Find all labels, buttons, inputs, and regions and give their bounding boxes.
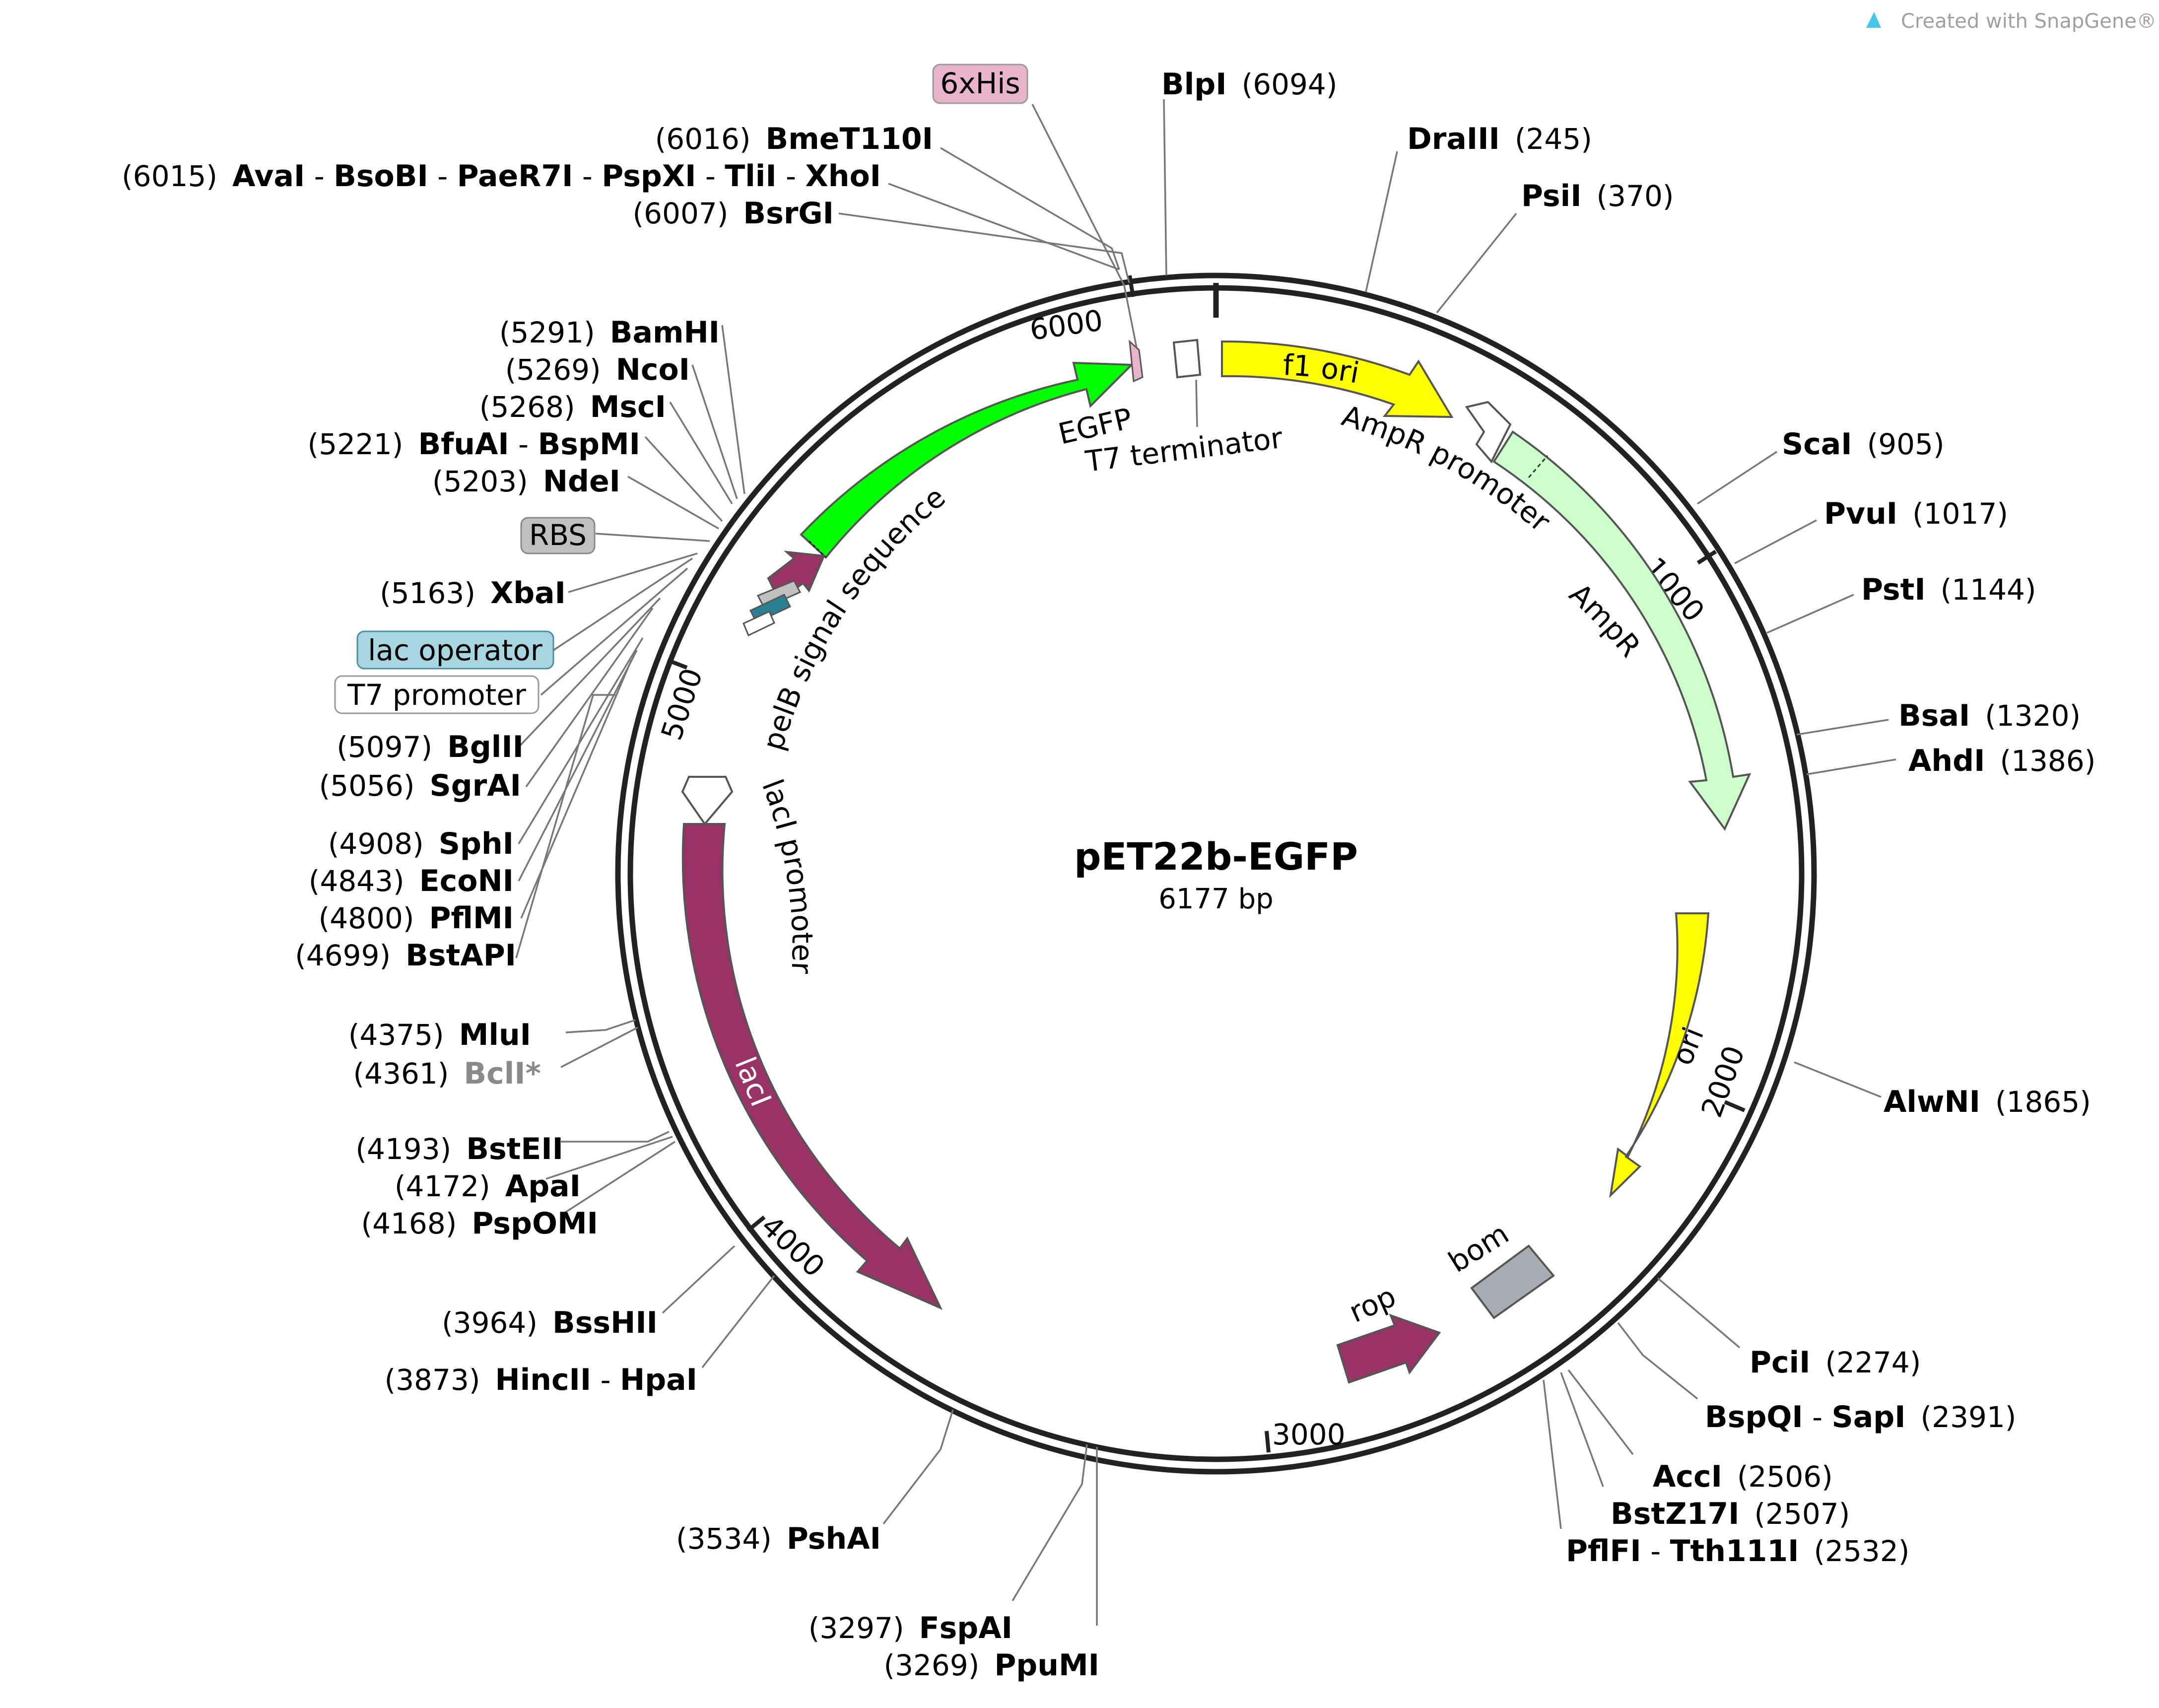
site-avai-group: (6015)AvaI - BsoBI - PaeR7I - PspXI - Tl…	[122, 159, 881, 194]
feature-f1-ori[interactable]	[1221, 340, 1454, 418]
feature-ori[interactable]	[1609, 912, 1710, 1198]
site-bsshii: (3964)BssHII	[442, 1305, 658, 1340]
site-fspai: (3297)FspAI	[809, 1611, 1012, 1645]
feature-rbs[interactable]	[756, 580, 802, 609]
backbone	[615, 273, 1817, 1475]
site-econi: (4843)EcoNI	[309, 864, 514, 898]
restriction-sites: BlpI(6094) DraIII(245) PsiI(370) (6016)B…	[122, 67, 2095, 1683]
box-rbs	[520, 517, 596, 554]
feature-t7-promoter[interactable]	[742, 610, 775, 637]
feature-laci[interactable]	[681, 823, 943, 1310]
site-acci: AccI(2506)	[1653, 1459, 1833, 1494]
site-bspqi-sapi: BspQI - SapI(2391)	[1705, 1400, 2016, 1435]
feature-ampr[interactable]	[1492, 430, 1752, 831]
site-bmet110i: (6016)BmeT110I	[655, 122, 933, 156]
label-laci-promoter: lacI promoter	[755, 775, 819, 974]
site-apai: (4172)ApaI	[395, 1169, 581, 1204]
leader-lines	[515, 99, 1896, 1626]
site-psii: PsiI(370)	[1521, 179, 1674, 213]
feature-laci-promoter[interactable]	[681, 776, 734, 826]
site-hincii-hpai: (3873)HincII - HpaI	[385, 1363, 697, 1397]
boxed-feature-labels: 6xHis RBS lac operator T7 promoter	[334, 64, 1028, 714]
feature-t7-terminator[interactable]	[1172, 339, 1202, 379]
site-bfuai-bspmi: (5221)BfuAI - BspMI	[308, 427, 640, 462]
site-ppumi: (3269)PpuMI	[883, 1648, 1099, 1683]
plasmid-size: 6177 bp	[1158, 883, 1273, 915]
site-msci: (5268)MscI	[479, 390, 666, 424]
feature-egfp[interactable]	[800, 361, 1134, 559]
site-bsteii: (4193)BstEII	[355, 1132, 563, 1166]
site-bglii: (5097)BglII	[337, 730, 524, 764]
site-ncoi: (5269)NcoI	[505, 352, 690, 387]
site-pspomi: (4168)PspOMI	[361, 1206, 598, 1241]
feature-bom[interactable]	[1470, 1244, 1555, 1319]
label-t7-promoter: T7 promoter	[347, 678, 526, 712]
tick-mark	[746, 1215, 766, 1232]
label-lac-operator: lac operator	[368, 633, 542, 667]
tick-label-6000: 6000	[1027, 303, 1105, 347]
tick-mark	[1128, 275, 1135, 297]
site-bstapi: (4699)BstAPI	[295, 938, 516, 973]
box-t7-promoter	[334, 675, 540, 714]
site-bstz17i: BstZ17I(2507)	[1611, 1497, 1850, 1531]
site-pshai: (3534)PshAI	[676, 1521, 881, 1556]
plasmid-name: pET22b-EGFP	[1074, 834, 1358, 879]
feature-rop[interactable]	[1336, 1313, 1441, 1384]
snapgene-logo-icon	[1866, 12, 1881, 28]
site-bamhi: (5291)BamHI	[499, 315, 720, 350]
feature-ampr-promoter[interactable]	[1465, 401, 1512, 464]
site-ahdi: AhdI(1386)	[1908, 744, 2095, 778]
tick-label-3000: 3000	[1272, 1418, 1346, 1451]
snapgene-watermark: Created with SnapGene®	[1866, 10, 2157, 33]
site-draiii: DraIII(245)	[1407, 122, 1592, 156]
tick-mark	[667, 658, 688, 670]
label-rbs: RBS	[529, 518, 587, 552]
label-6xhis: 6xHis	[940, 67, 1020, 100]
box-6xhis	[932, 64, 1028, 104]
site-mlui: (4375)MluI	[348, 1018, 531, 1052]
tick-mark	[1265, 1431, 1271, 1453]
site-bsrgi: (6007)BsrGI	[633, 196, 834, 231]
site-sphi: (4908)SphI	[328, 826, 514, 861]
site-pvui: PvuI(1017)	[1824, 496, 2008, 531]
watermark-text: Created with SnapGene®	[1901, 10, 2157, 33]
site-scai: ScaI(905)	[1782, 427, 1945, 462]
site-ndei: (5203)NdeI	[432, 464, 620, 499]
tick-mark	[1696, 549, 1717, 565]
site-alwni: AlwNI(1865)	[1884, 1085, 2091, 1119]
site-blpi: BlpI(6094)	[1161, 67, 1337, 102]
site-xbai: (5163)XbaI	[380, 576, 566, 611]
site-pflfi-tth111i: PflFI - Tth111I(2532)	[1566, 1534, 1909, 1569]
site-psti: PstI(1144)	[1861, 572, 2036, 607]
feature-arrows	[681, 339, 1752, 1384]
site-sgrai: (5056)SgrAI	[319, 768, 521, 803]
site-bcli: (4361)BclI*	[353, 1056, 541, 1091]
site-pcii: PciI(2274)	[1750, 1345, 1921, 1380]
tick-mark	[1724, 1100, 1746, 1112]
site-pflmi: (4800)PflMI	[319, 901, 514, 936]
site-bsai: BsaI(1320)	[1898, 698, 2081, 733]
